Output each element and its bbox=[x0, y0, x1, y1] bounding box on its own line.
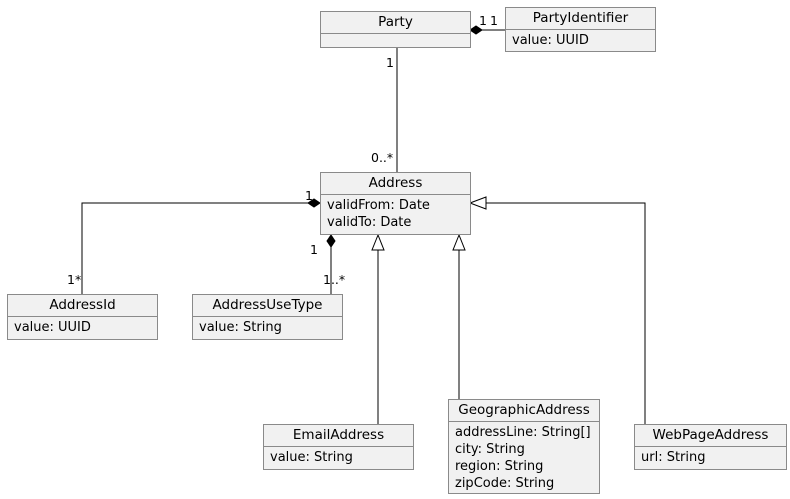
attribute: value: String bbox=[199, 320, 282, 335]
multiplicity-label: 1..* bbox=[323, 272, 346, 287]
generalization-arrow-email bbox=[371, 233, 385, 251]
class-party-identifier[interactable]: PartyIdentifier value: UUID bbox=[505, 7, 656, 52]
attribute: value: String bbox=[270, 450, 353, 465]
multiplicity-label: 1 bbox=[310, 242, 318, 257]
attribute: value: UUID bbox=[14, 320, 91, 335]
attribute: validFrom: Date bbox=[327, 198, 430, 213]
class-party-identifier-attributes: value: UUID bbox=[506, 30, 655, 49]
multiplicity-label: 1 bbox=[479, 13, 487, 28]
generalization-arrow-webpage bbox=[468, 196, 487, 210]
multiplicity-label: 1 bbox=[490, 13, 498, 28]
class-address-id-name: AddressId bbox=[8, 295, 157, 317]
class-email-address-attributes: value: String bbox=[264, 447, 413, 466]
attribute: city: String bbox=[455, 442, 525, 457]
class-address-use-type[interactable]: AddressUseType value: String bbox=[192, 294, 343, 340]
generalization-webpage-line bbox=[486, 202, 646, 424]
class-address-attributes: validFrom: Date validTo: Date bbox=[321, 195, 470, 231]
multiplicity-label: 0..* bbox=[371, 150, 394, 165]
class-web-page-address[interactable]: WebPageAddress url: String bbox=[634, 424, 787, 470]
class-address-use-type-name: AddressUseType bbox=[193, 295, 342, 317]
attribute: validTo: Date bbox=[327, 215, 412, 230]
composition-address-addressid-line bbox=[81, 202, 320, 294]
class-address-id-attributes: value: UUID bbox=[8, 317, 157, 336]
class-address[interactable]: Address validFrom: Date validTo: Date bbox=[320, 172, 471, 235]
attribute: zipCode: String bbox=[455, 476, 555, 491]
class-party-name: Party bbox=[321, 12, 470, 34]
class-party[interactable]: Party bbox=[320, 11, 471, 48]
multiplicity-label: 1 bbox=[305, 188, 313, 203]
class-email-address-name: EmailAddress bbox=[264, 425, 413, 447]
multiplicity-label: 1 bbox=[386, 55, 394, 70]
attribute: region: String bbox=[455, 459, 544, 474]
class-web-page-address-attributes: url: String bbox=[635, 447, 786, 466]
class-geographic-address-attributes: addressLine: String[] city: String regio… bbox=[449, 422, 599, 492]
class-party-identifier-name: PartyIdentifier bbox=[506, 8, 655, 30]
multiplicity-label: 1* bbox=[67, 272, 82, 287]
class-web-page-address-name: WebPageAddress bbox=[635, 425, 786, 447]
composition-diamond-address-bottom bbox=[326, 234, 336, 248]
generalization-arrow-geographic bbox=[452, 233, 466, 251]
class-address-id[interactable]: AddressId value: UUID bbox=[7, 294, 158, 340]
class-address-name: Address bbox=[321, 173, 470, 195]
composition-diamond-address-left bbox=[307, 198, 321, 208]
attribute: addressLine: String[] bbox=[455, 425, 591, 440]
class-address-use-type-attributes: value: String bbox=[193, 317, 342, 336]
attribute: url: String bbox=[641, 450, 706, 465]
composition-diamond-party bbox=[469, 25, 483, 35]
attribute: value: UUID bbox=[512, 33, 589, 48]
class-email-address[interactable]: EmailAddress value: String bbox=[263, 424, 414, 470]
class-geographic-address-name: GeographicAddress bbox=[449, 400, 599, 422]
class-geographic-address[interactable]: GeographicAddress addressLine: String[] … bbox=[448, 399, 600, 494]
